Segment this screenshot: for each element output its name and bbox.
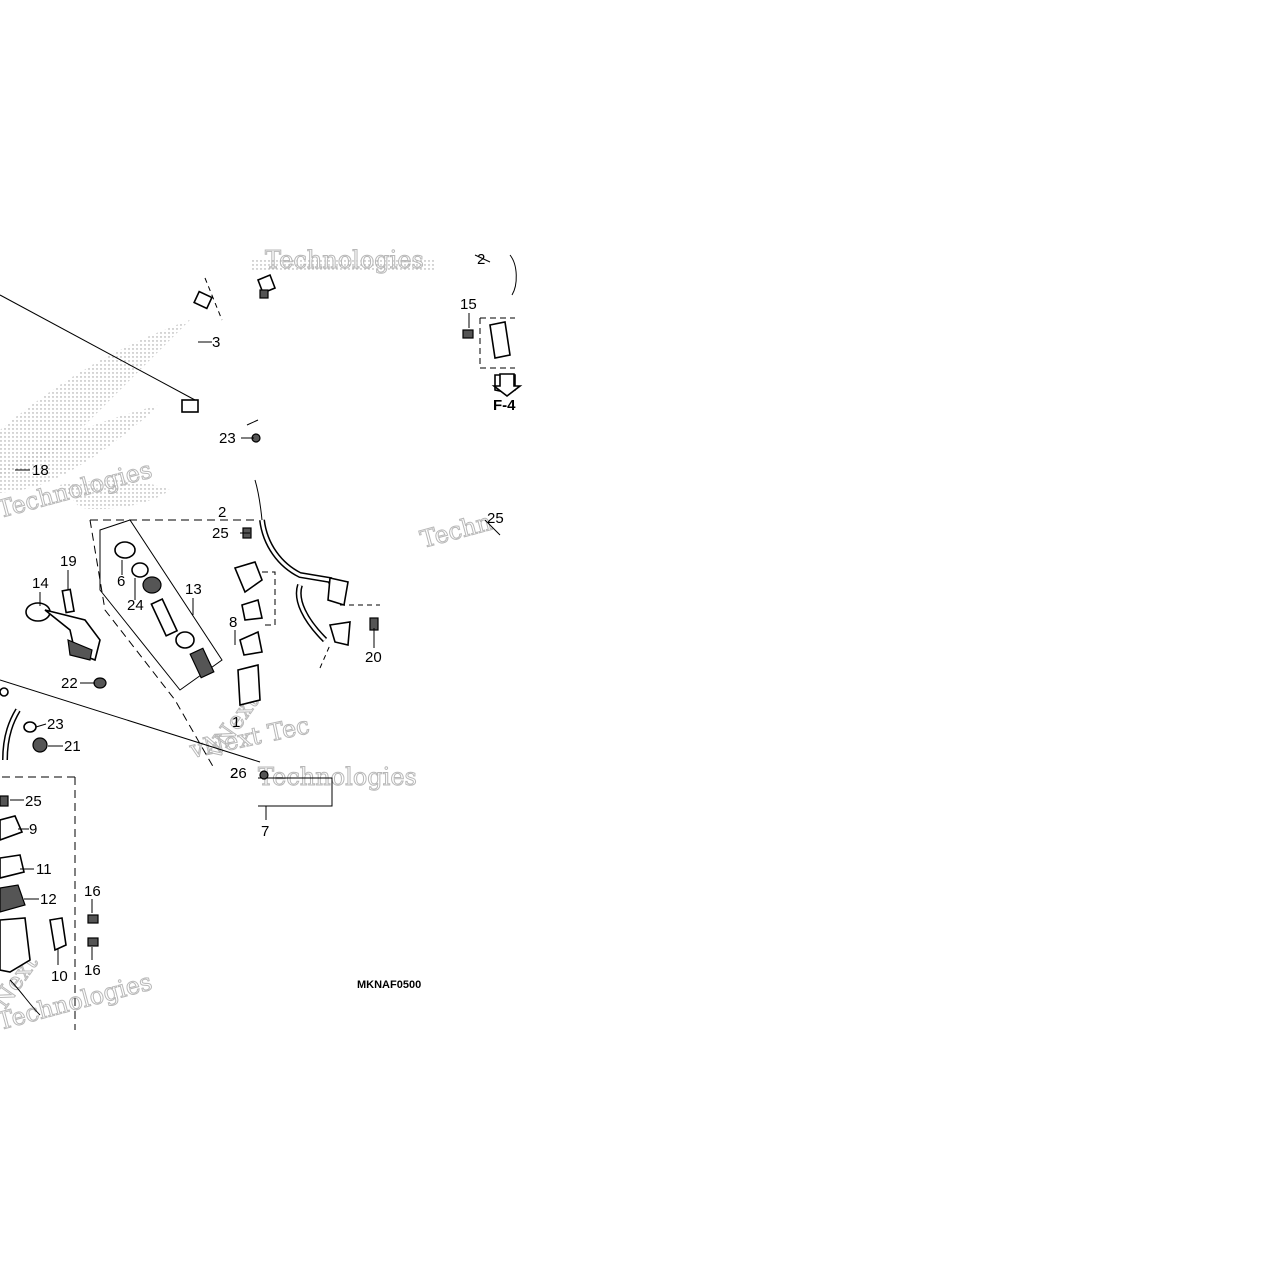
callout-25: 25 [25, 793, 42, 810]
clamp-bracket [462, 254, 516, 393]
callout-14: 14 [32, 575, 49, 592]
lower-hose [0, 677, 107, 761]
callout-10: 10 [51, 968, 68, 985]
callout-leaders [10, 313, 470, 965]
callout-16: 16 [84, 962, 101, 979]
watermark-fragment: Techn [417, 508, 494, 554]
callout-11: 11 [36, 861, 52, 878]
wing-logo-halftone [0, 258, 435, 510]
watermark-fragment: Technologies [258, 763, 417, 791]
callout-25: 25 [212, 525, 229, 542]
diagram-code: MKNAF0500 [357, 979, 421, 991]
callout-12: 12 [40, 891, 57, 908]
callout-8: 8 [229, 614, 237, 631]
watermark-fragment: Technologies [265, 246, 424, 274]
callout-15: 15 [460, 296, 477, 313]
brake-lever [25, 588, 101, 662]
callout-23: 23 [219, 430, 236, 447]
section-reference: F-4 [491, 373, 523, 414]
callout-3: 3 [212, 334, 220, 351]
leader-line [0, 679, 261, 763]
callout-26: 26 [230, 765, 247, 782]
bolt-icon [259, 770, 269, 780]
brake-hose-upper [181, 277, 259, 426]
leader-line [0, 294, 196, 401]
callout-6: 6 [117, 573, 125, 590]
brake-hose-lower [254, 254, 517, 669]
callout-2: 2 [477, 251, 485, 268]
reservoir-parts [233, 561, 276, 707]
callout-labels: 1 2 2 2 3 6 7 8 9 10 11 12 13 14 15 16 1… [25, 251, 504, 985]
callout-13: 13 [185, 581, 202, 598]
callout-2: 2 [230, 765, 238, 782]
lower-reservoir [0, 815, 99, 1016]
section-ref-label: F-4 [493, 397, 516, 414]
callout-25: 25 [487, 510, 504, 527]
bolt-icon [0, 795, 9, 807]
callout-18: 18 [32, 462, 49, 479]
callout-22: 22 [61, 675, 78, 692]
callout-19: 19 [60, 553, 77, 570]
callout-16: 16 [84, 883, 101, 900]
callout-1: 1 [232, 714, 240, 731]
bolt-icon [256, 273, 277, 299]
callout-2: 2 [218, 504, 226, 521]
callout-23: 23 [47, 716, 64, 733]
callout-20: 20 [365, 649, 382, 666]
callout-9: 9 [29, 821, 37, 838]
piston-kit [99, 519, 223, 691]
callout-21: 21 [64, 738, 81, 755]
callout-7: 7 [261, 823, 269, 840]
callout-24: 24 [127, 597, 144, 614]
